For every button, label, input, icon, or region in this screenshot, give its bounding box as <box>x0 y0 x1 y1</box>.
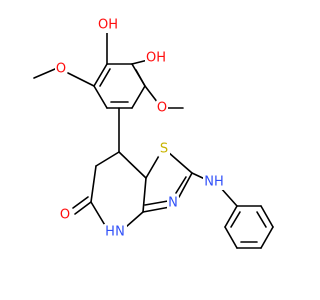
bond <box>167 151 193 174</box>
bond <box>219 186 238 207</box>
bond <box>142 206 171 213</box>
bond <box>230 211 241 228</box>
chemical-structure-diagram: OH OH O O S NH N O <box>33 17 274 249</box>
bond <box>224 226 238 249</box>
atom-label: OH <box>146 51 166 66</box>
atom-label: NH <box>204 175 224 190</box>
atom-label: O <box>56 62 66 77</box>
atom-o-carbonyl: O <box>59 207 71 223</box>
atom-oh-right: OH <box>145 50 167 66</box>
atom-label: S <box>160 142 168 157</box>
bond <box>74 201 92 215</box>
bond <box>67 72 95 87</box>
bond <box>224 205 238 228</box>
bond <box>260 205 274 228</box>
bond <box>131 85 146 109</box>
bond <box>99 68 111 87</box>
bond <box>175 176 187 194</box>
atom-mask <box>103 224 127 240</box>
atom-mask <box>145 50 167 66</box>
bond <box>90 165 97 203</box>
atom-label: N <box>168 196 178 211</box>
bond <box>118 151 147 179</box>
bond-layer <box>33 29 274 249</box>
atom-nh-lactam: N H <box>103 224 127 240</box>
bond <box>135 69 146 87</box>
bond <box>145 153 161 179</box>
atom-label: O <box>157 101 167 116</box>
atom-mask <box>167 195 179 211</box>
atom-label: OH <box>98 18 118 33</box>
bond <box>144 200 169 206</box>
bond <box>178 172 193 198</box>
atom-mask <box>59 207 71 223</box>
atom-o-methoxy-right: O <box>156 100 168 116</box>
bond <box>144 85 159 104</box>
atom-label: H <box>105 225 115 240</box>
bond <box>72 196 89 209</box>
bond <box>90 201 107 228</box>
atom-label: N <box>115 225 125 240</box>
bond <box>125 211 144 228</box>
bond <box>95 151 120 167</box>
atom-labels: OH OH O O S NH N O <box>55 17 225 240</box>
atom-o-methoxy-left: O <box>55 61 67 77</box>
bond <box>142 177 147 213</box>
atom-nh-amine: NH <box>203 174 225 190</box>
bond <box>260 226 274 249</box>
atom-mask <box>55 61 67 77</box>
bond <box>33 68 56 79</box>
bond <box>93 63 108 87</box>
atom-s-thiazole: S <box>158 141 170 157</box>
atom-oh-top: OH <box>97 17 119 33</box>
atom-mask <box>97 17 119 33</box>
atom-mask <box>158 141 170 157</box>
atom-n-thiazole: N <box>167 195 179 211</box>
atom-label: O <box>60 208 70 223</box>
bond <box>93 85 108 109</box>
atom-mask <box>203 174 225 190</box>
bond <box>256 211 267 228</box>
atom-mask <box>156 100 168 116</box>
